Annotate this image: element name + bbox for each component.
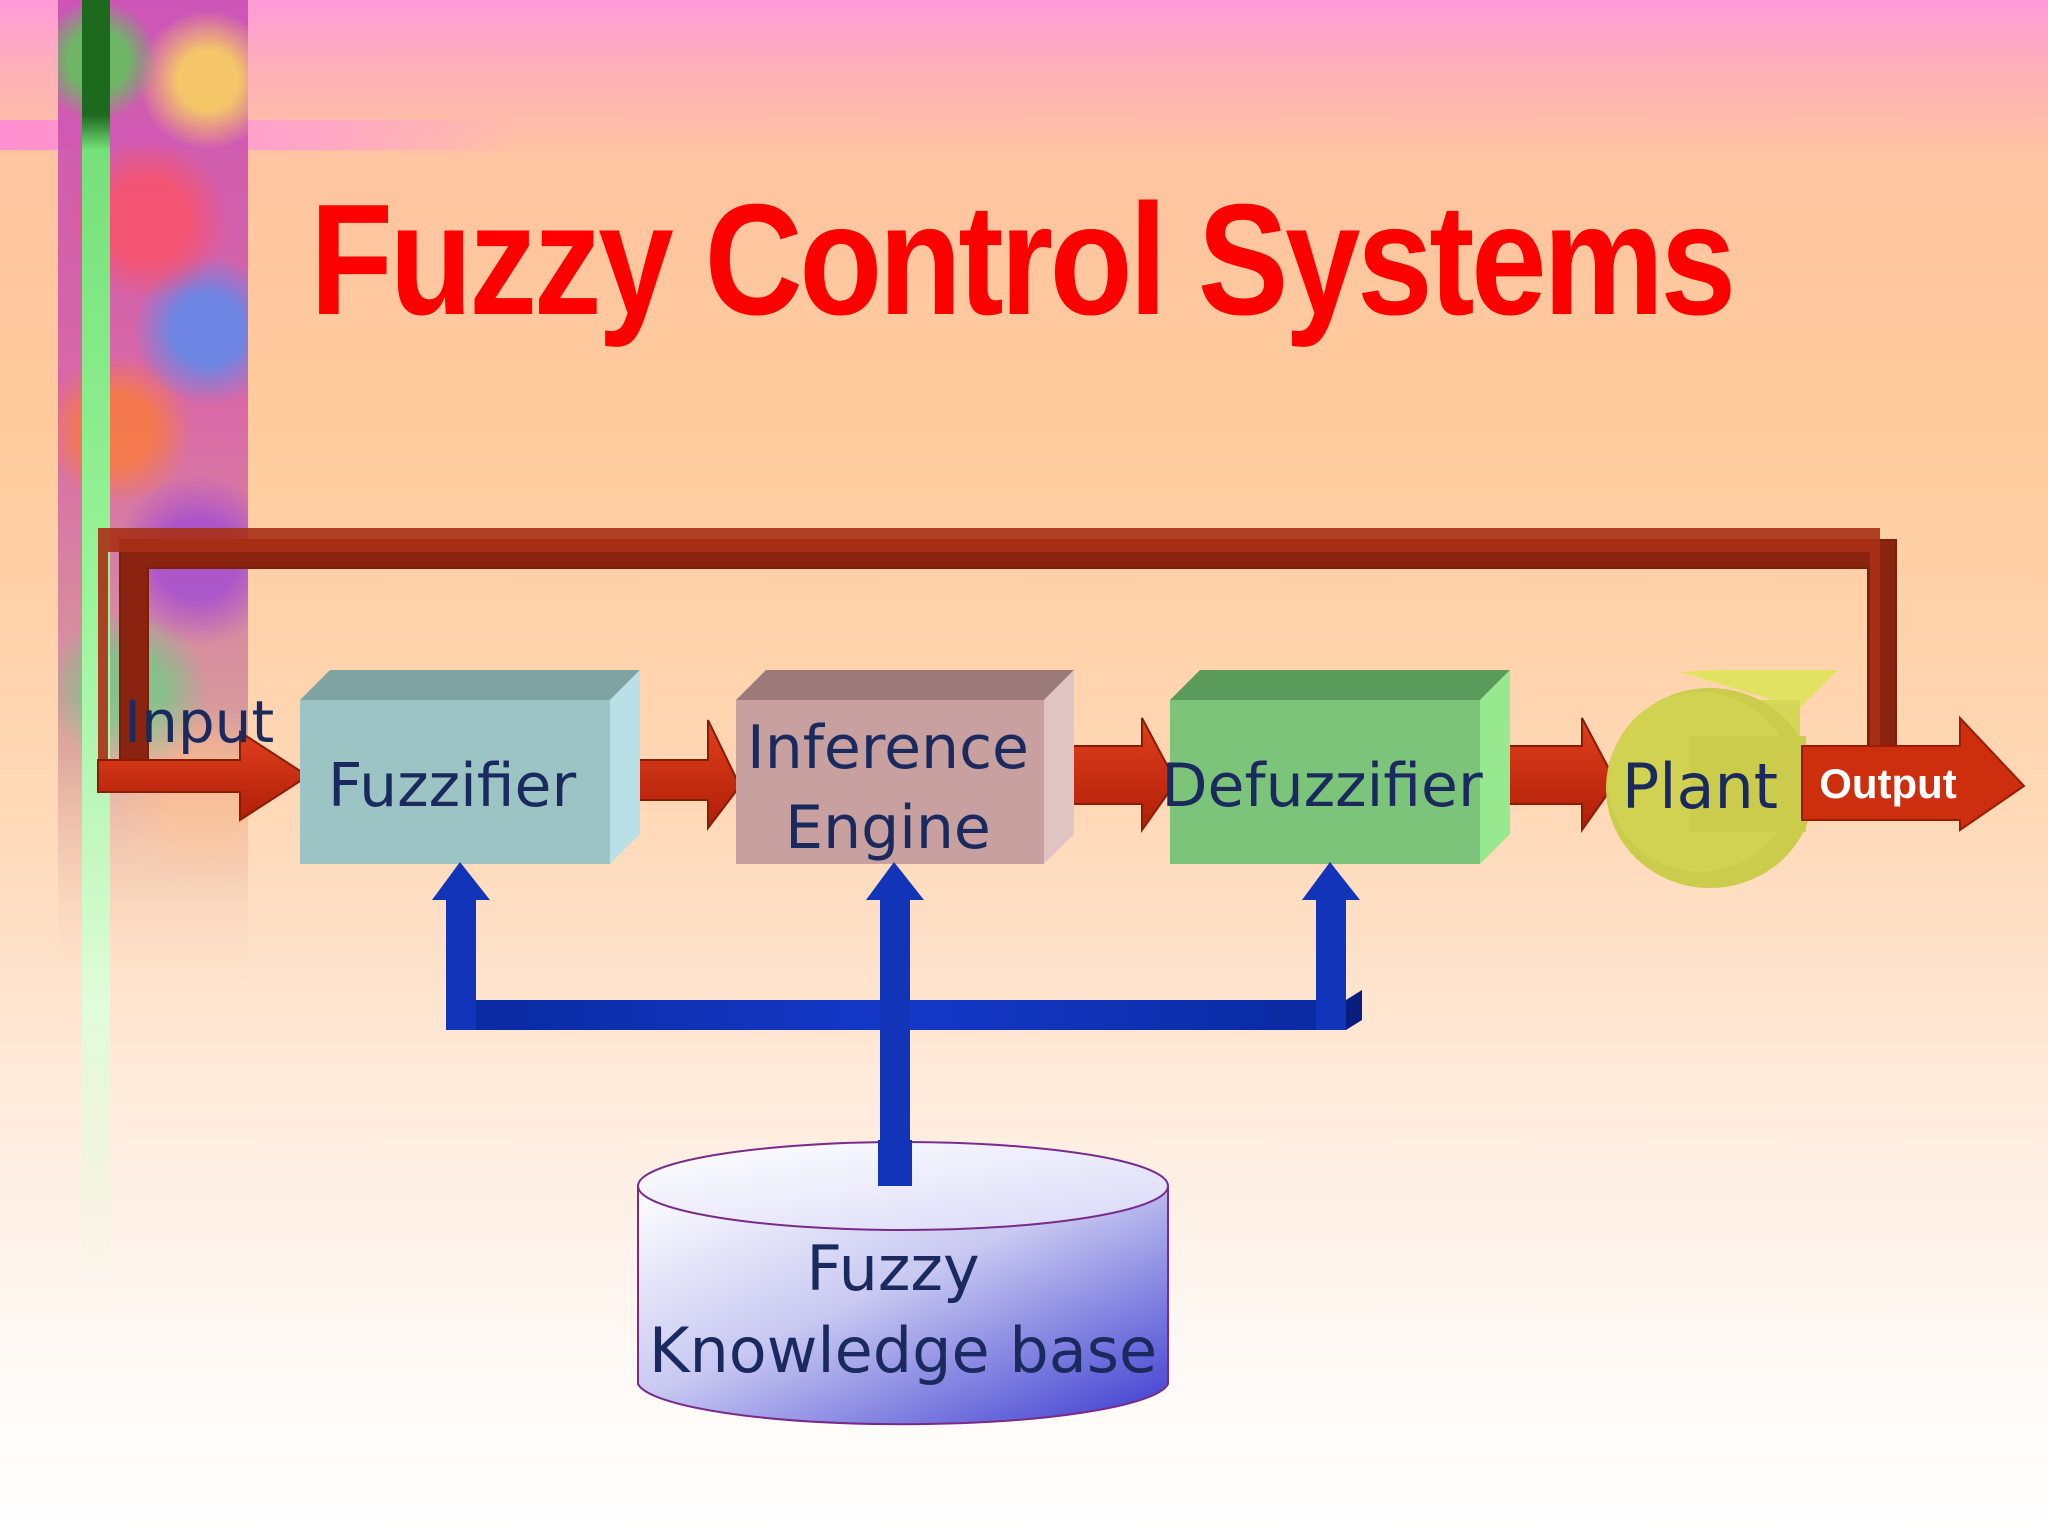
feedback-arrow xyxy=(97,528,1897,822)
fuzzifier-block: Fuzzifier xyxy=(300,670,640,864)
inference-engine-label-line1: Inference xyxy=(747,713,1029,783)
defuzzifier-block: Defuzzifier xyxy=(1161,670,1510,864)
input-label: Input xyxy=(124,688,274,756)
inference-engine-block: Inference Engine xyxy=(736,670,1074,864)
slide-title: Fuzzy Control Systems xyxy=(310,172,1736,348)
fuzzifier-label: Fuzzifier xyxy=(328,751,577,821)
output-label: Output xyxy=(1819,760,1957,807)
defuzzifier-label: Defuzzifier xyxy=(1161,751,1483,821)
knowledge-base-label-line1: Fuzzy xyxy=(806,1232,979,1305)
plant-shape: Plant xyxy=(1606,670,1838,888)
output-arrow: Output xyxy=(1801,715,2026,832)
knowledge-base-cylinder: Fuzzy Knowledge base xyxy=(637,1140,1169,1426)
knowledge-base-label-line2: Knowledge base xyxy=(649,1314,1157,1387)
knowledge-base-arrows xyxy=(432,862,1362,1186)
inference-engine-label-line2: Engine xyxy=(785,793,991,863)
forward-arrow-defuzzifier-plant xyxy=(1497,717,1618,834)
plant-label: Plant xyxy=(1622,750,1778,823)
